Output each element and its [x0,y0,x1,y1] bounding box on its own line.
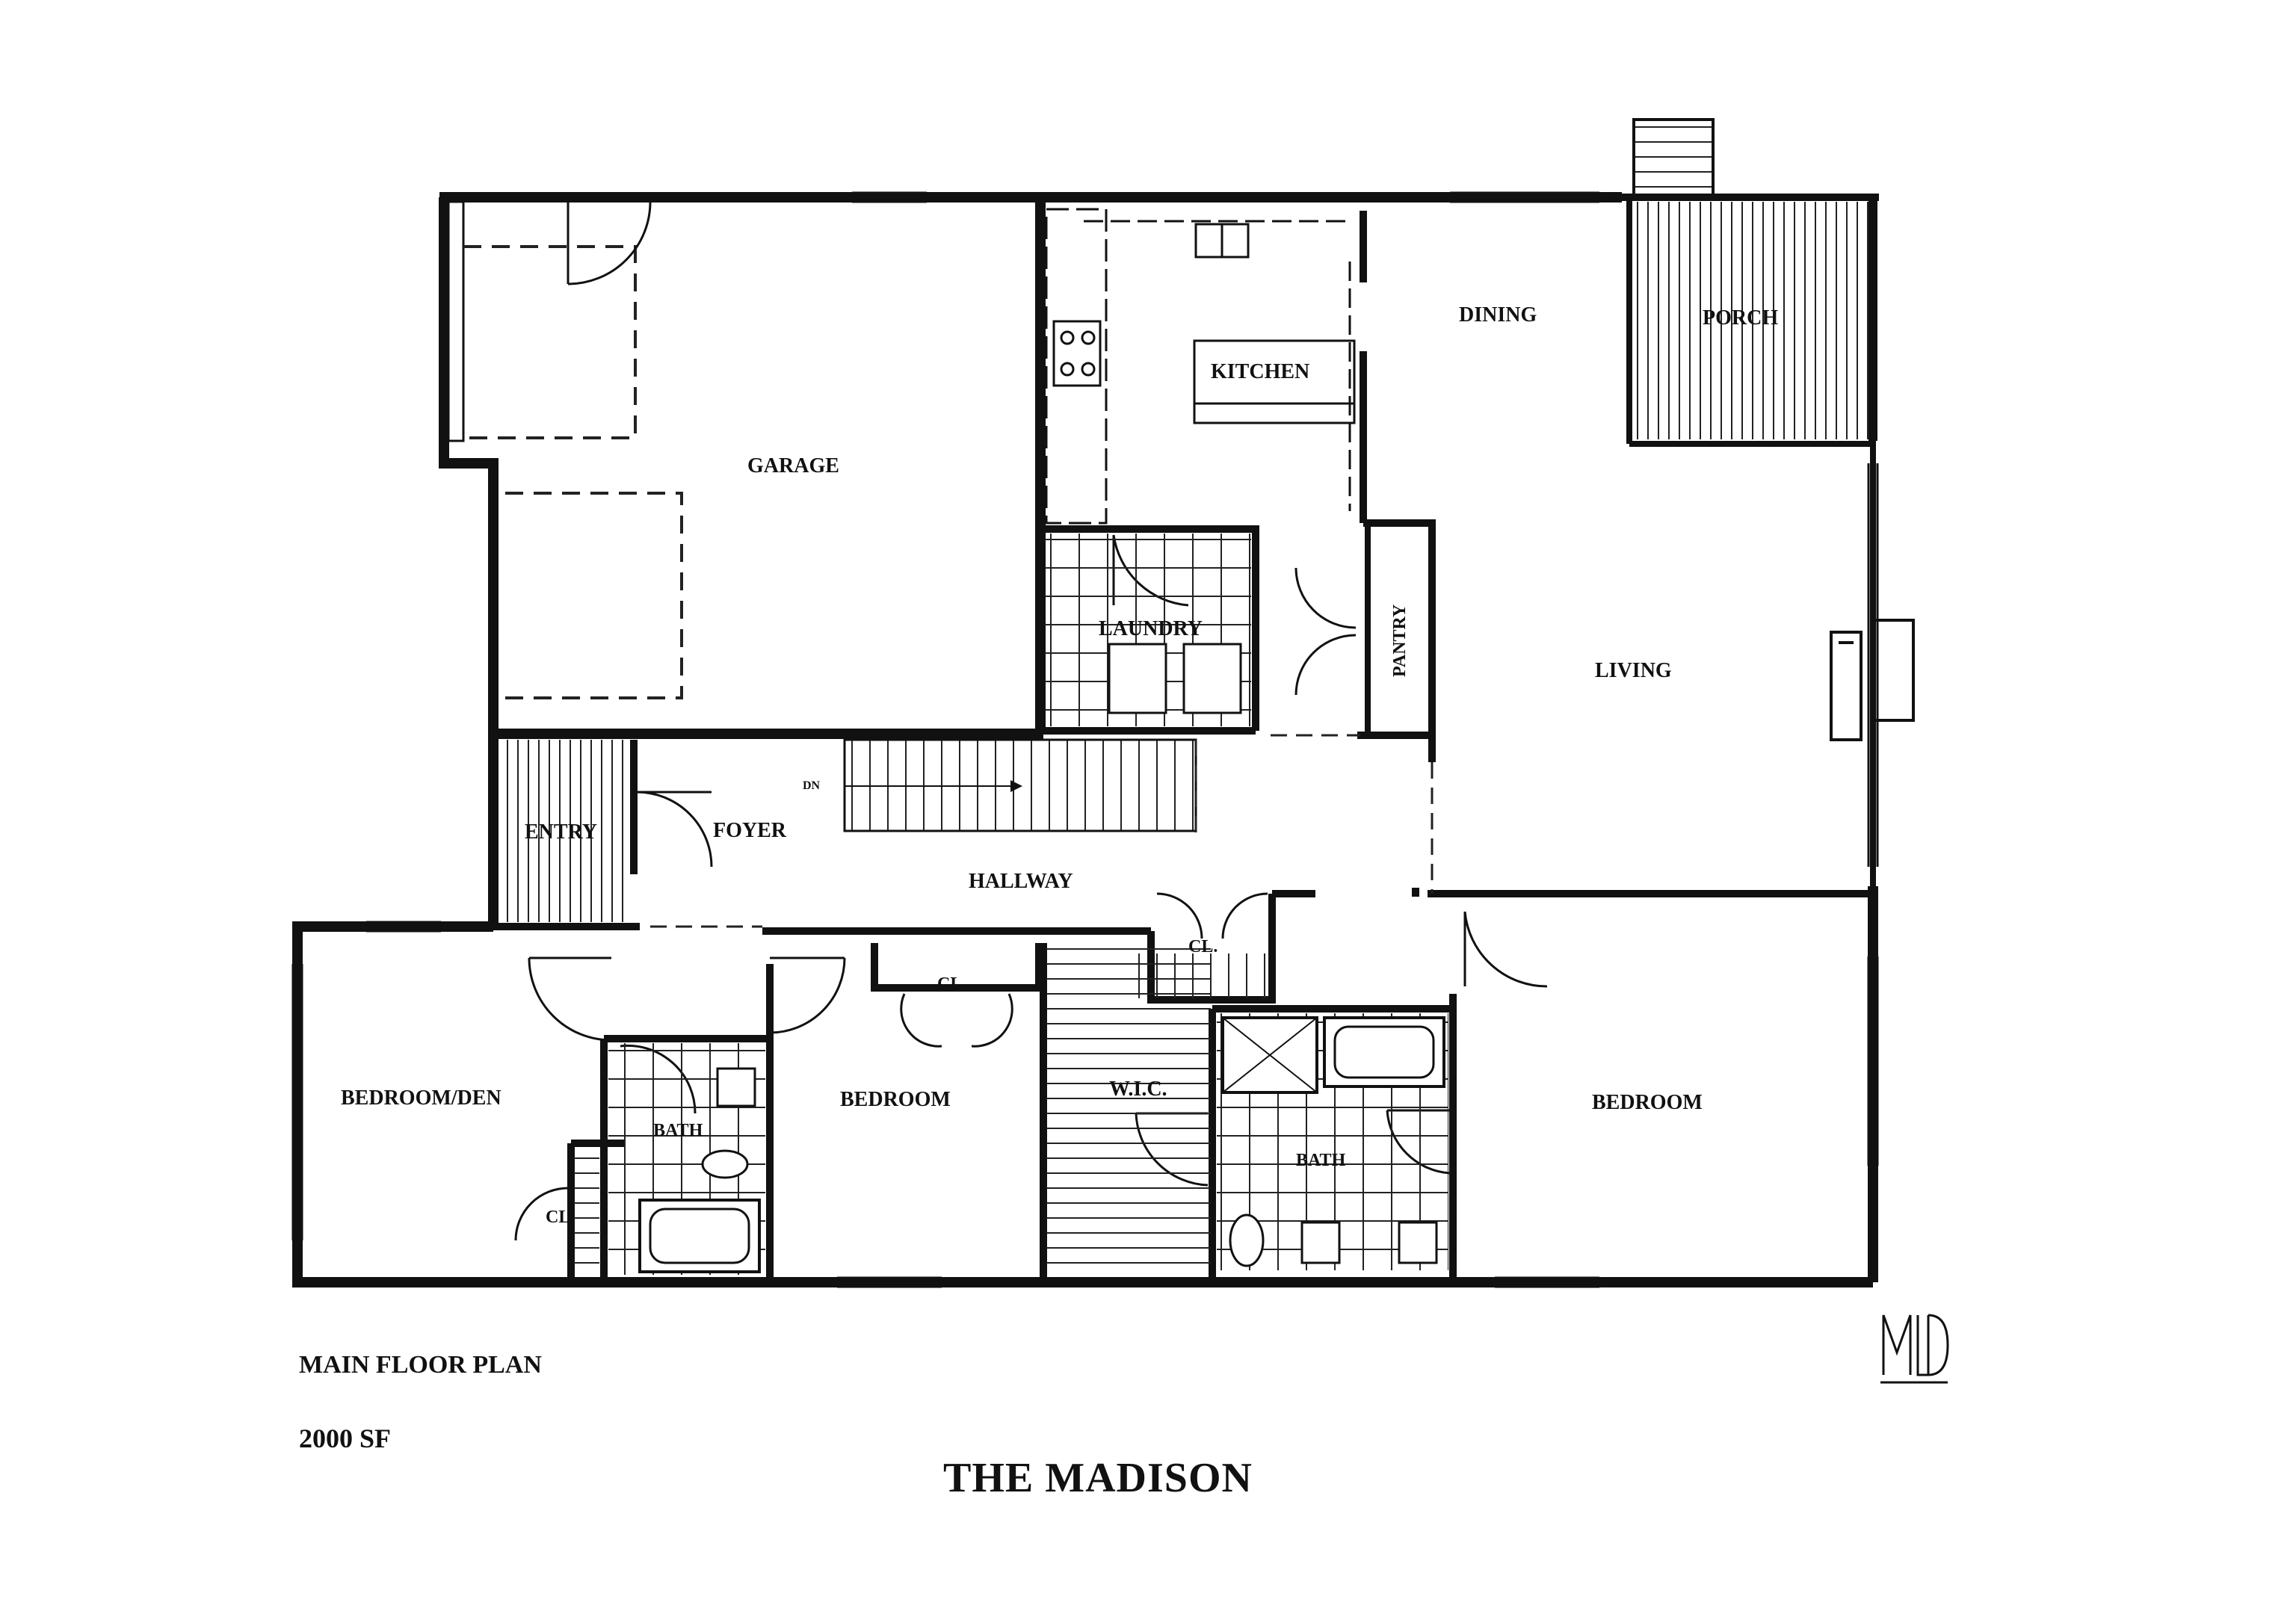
label-kitchen: KITCHEN [1211,360,1309,383]
label-bath-small: BATH [653,1121,703,1140]
plan-title: THE MADISON [943,1455,1253,1501]
plan-area: 2000 SF [299,1423,392,1453]
label-bedroom-middle: BEDROOM [840,1088,951,1111]
label-bedroom-closet: CL. [937,974,966,994]
porch-deck [1632,118,1868,439]
exterior-walls [292,192,1879,1287]
label-den-closet: CL. [546,1208,575,1227]
label-laundry: LAUNDRY [1099,617,1203,640]
label-garage: GARAGE [747,454,839,477]
label-pantry: PANTRY [1390,605,1410,677]
label-dining: DINING [1459,303,1537,327]
label-hall-closet: CL. [1188,937,1218,956]
label-porch: PORCH [1703,306,1778,330]
entry-deck [498,740,629,922]
designer-monogram-logo [1880,1314,1949,1384]
label-foyer: FOYER [713,819,787,842]
stairs [843,738,1271,1272]
hallway-openings [650,734,1434,928]
laundry-tiles [1045,534,1251,726]
windows [291,191,1879,1288]
label-bedroom-master: BEDROOM [1592,1091,1703,1114]
room-labels: GARAGE KITCHEN DINING PORCH LAUNDRY PANT… [341,303,1778,1227]
fireplace [1830,619,1915,741]
label-bedroom-den: BEDROOM/DEN [341,1086,502,1110]
label-wic: W.I.C. [1109,1078,1167,1101]
label-entry: ENTRY [525,820,597,844]
label-living: LIVING [1595,659,1672,682]
label-stair-down: DN [803,779,821,792]
interior-walls [493,211,1873,1282]
label-hallway: HALLWAY [969,870,1073,893]
plan-name: MAIN FLOOR PLAN [299,1351,542,1379]
label-bath-master: BATH [1296,1151,1346,1170]
bathroom-fixtures [574,1013,1448,1276]
garage-parking-outline [463,245,683,699]
kitchen-fixtures [1045,208,1356,525]
